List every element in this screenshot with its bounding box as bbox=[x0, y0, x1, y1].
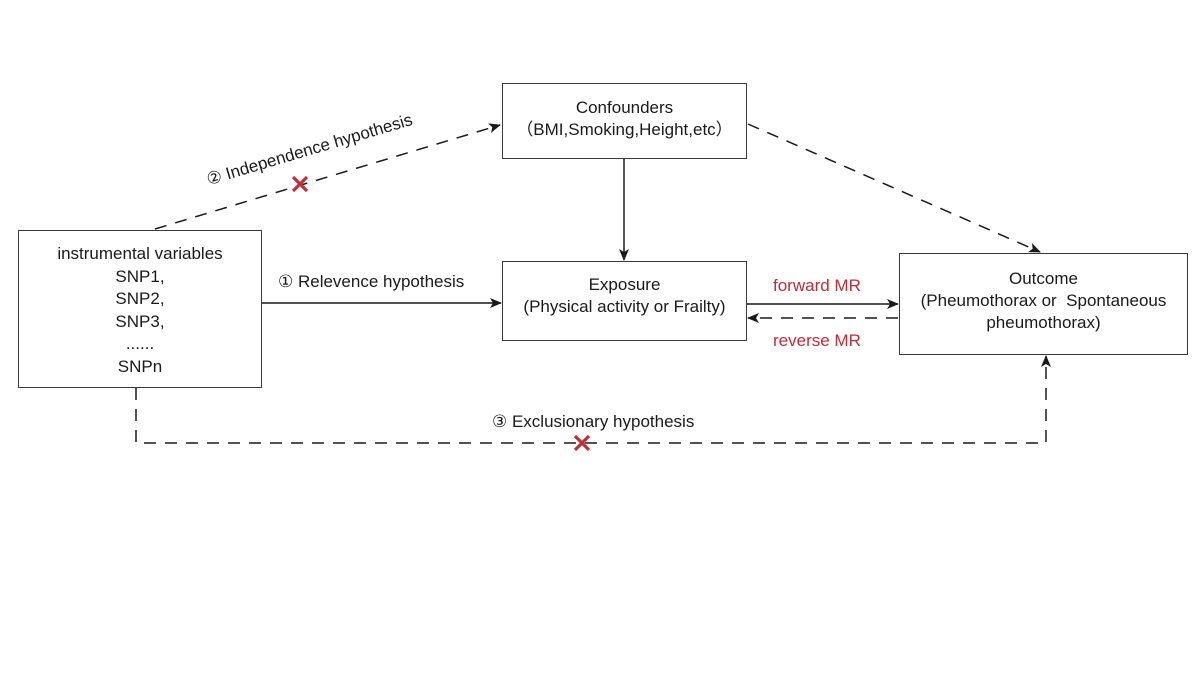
confounders-title: Confounders bbox=[575, 98, 674, 117]
outcome-detail-2: pheumothorax) bbox=[986, 313, 1101, 332]
exposure-node: Exposure (Physical activity or Frailty) bbox=[502, 261, 747, 341]
instrumental-variables-node: instrumental variables SNP1, SNP2, SNP3,… bbox=[18, 230, 262, 388]
iv-ellipsis: ...... bbox=[125, 334, 155, 353]
exclusionary-hypothesis-label: ③ Exclusionary hypothesis bbox=[492, 412, 695, 431]
iv-snp-2: SNP2, bbox=[115, 289, 165, 308]
iv-snp-n: SNPn bbox=[117, 356, 163, 376]
iv-title: instrumental variables bbox=[57, 244, 223, 263]
edge-exclusion bbox=[135, 355, 1051, 444]
cross-mark-icon bbox=[291, 175, 309, 193]
outcome-title: Outcome bbox=[1009, 269, 1078, 288]
exposure-detail: (Physical activity or Frailty) bbox=[523, 297, 726, 316]
edge-independence bbox=[154, 123, 501, 230]
confounders-detail: （BMI,Smoking,Height,etc） bbox=[516, 120, 733, 139]
iv-snp-3: SNP3, bbox=[115, 311, 165, 331]
iv-snp-1: SNP1, bbox=[115, 266, 165, 286]
forward-mr-label: forward MR bbox=[773, 276, 861, 295]
confounders-node: Confounders （BMI,Smoking,Height,etc） bbox=[502, 83, 747, 159]
relevance-hypothesis-label: ① Relevence hypothesis bbox=[278, 272, 465, 291]
edge-confounder-outcome bbox=[747, 123, 1041, 253]
reverse-mr-label: reverse MR bbox=[773, 331, 861, 350]
outcome-node: Outcome (Pheumothorax or Spontaneous phe… bbox=[899, 253, 1188, 355]
outcome-detail-1: (Pheumothorax or Spontaneous bbox=[920, 291, 1167, 310]
cross-mark-icon bbox=[573, 434, 591, 452]
exposure-title: Exposure bbox=[588, 275, 661, 294]
